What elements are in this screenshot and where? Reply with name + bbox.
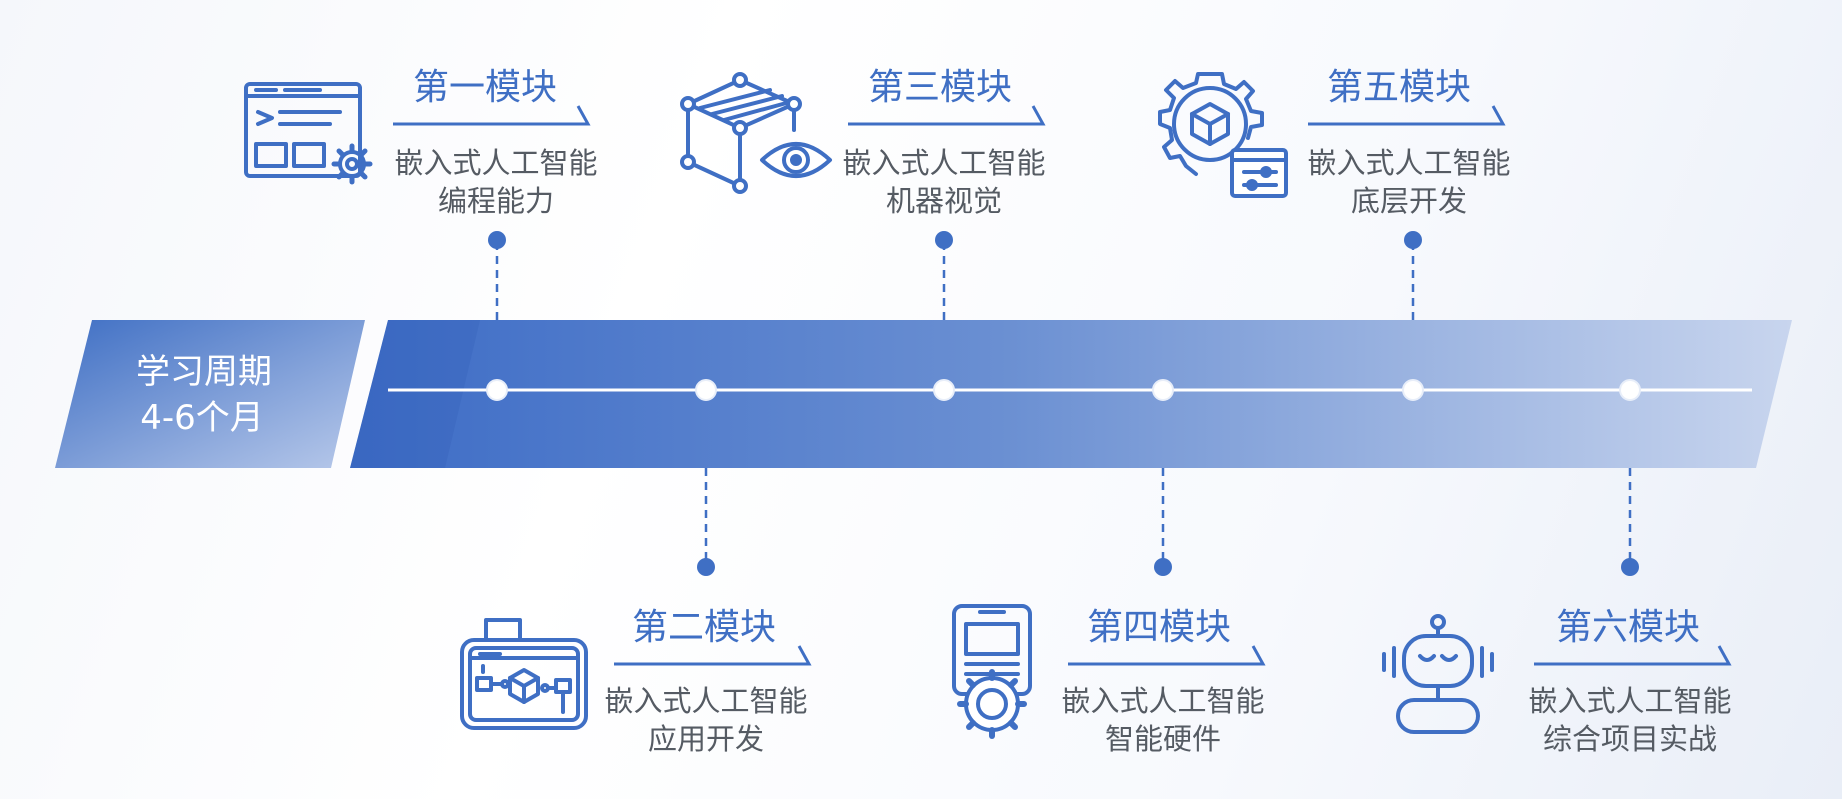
- module-2-title: 第二模块: [631, 607, 776, 648]
- dot-1: [488, 231, 506, 249]
- module-6-line2: 综合项目实战: [1542, 722, 1717, 756]
- board-cube-icon: [460, 618, 588, 730]
- underline-3: [848, 105, 1046, 126]
- dot-5: [1404, 231, 1422, 249]
- cube-eye-icon: [680, 72, 832, 194]
- module-5-title: 第五模块: [1326, 67, 1471, 108]
- module-2-line1: 嵌入式人工智能: [604, 684, 808, 718]
- node-2: [695, 379, 717, 401]
- module-4-line2: 智能硬件: [1104, 722, 1221, 756]
- node-5: [1402, 379, 1424, 401]
- module-5-line2: 底层开发: [1350, 184, 1467, 218]
- module-6-line1: 嵌入式人工智能: [1528, 684, 1732, 718]
- node-1: [486, 379, 508, 401]
- module-1-title: 第一模块: [412, 67, 557, 108]
- module-1-line1: 嵌入式人工智能: [394, 146, 598, 180]
- period-label-line1: 学习周期: [136, 352, 272, 392]
- underline-2: [614, 645, 812, 666]
- node-3: [933, 379, 955, 401]
- module-1-line2: 编程能力: [437, 184, 554, 218]
- module-3-title: 第三模块: [867, 67, 1012, 108]
- dot-2: [697, 558, 715, 576]
- underline-6: [1534, 645, 1732, 666]
- underline-5: [1308, 105, 1506, 126]
- module-4-line1: 嵌入式人工智能: [1061, 684, 1265, 718]
- underline-1: [393, 105, 591, 126]
- robot-icon: [1382, 614, 1494, 734]
- period-label-line2: 4-6个月: [140, 398, 264, 438]
- gear-cube-settings-icon: [1158, 72, 1288, 198]
- module-2-line2: 应用开发: [647, 722, 764, 756]
- timeline-nodes: [486, 379, 1641, 401]
- module-3-line1: 嵌入式人工智能: [842, 146, 1046, 180]
- underline-4: [1068, 645, 1266, 666]
- dot-3: [935, 231, 953, 249]
- timeline-bar-shade: [350, 320, 480, 468]
- timeline-bar: [350, 320, 1792, 468]
- module-6-title: 第六模块: [1555, 607, 1700, 648]
- module-3-line2: 机器视觉: [885, 184, 1002, 218]
- dot-6: [1621, 558, 1639, 576]
- module-4-title: 第四模块: [1086, 607, 1231, 648]
- node-4: [1152, 379, 1174, 401]
- node-6: [1619, 379, 1641, 401]
- module-5-line1: 嵌入式人工智能: [1307, 146, 1511, 180]
- dot-4: [1154, 558, 1172, 576]
- device-gear-icon: [952, 604, 1032, 739]
- period-panel: [55, 320, 365, 468]
- code-window-gear-icon: [244, 82, 373, 185]
